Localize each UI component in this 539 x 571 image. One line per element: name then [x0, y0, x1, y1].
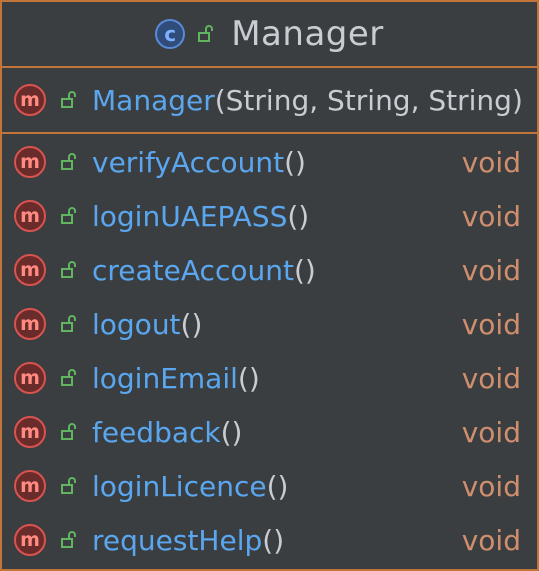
method-params: () [293, 253, 316, 287]
method-row[interactable]: m logout() void [2, 297, 537, 351]
constructor-params: (String, String, String) [214, 83, 523, 117]
class-header: c Manager [2, 2, 537, 68]
method-m-icon: m [14, 416, 46, 448]
method-signature: createAccount() [92, 254, 316, 287]
method-m-icon: m [14, 200, 46, 232]
method-m-icon: m [14, 524, 46, 556]
method-name: loginLicence [92, 469, 267, 503]
method-row[interactable]: m createAccount() void [2, 243, 537, 297]
constructor-name: Manager [92, 83, 215, 117]
method-return-type: void [461, 307, 521, 341]
open-lock-icon [58, 313, 80, 335]
method-name: loginUAEPASS [92, 199, 288, 233]
method-row[interactable]: m loginLicence() void [2, 459, 537, 513]
method-m-icon: m [14, 308, 46, 340]
class-name: Manager [231, 14, 384, 54]
method-signature: logout() [92, 308, 202, 341]
open-lock-icon [58, 421, 80, 443]
method-signature: loginUAEPASS() [92, 200, 309, 233]
constructor-signature: Manager(String, String, String) [92, 84, 523, 117]
open-lock-icon [58, 151, 80, 173]
method-name: loginEmail [92, 361, 238, 395]
method-params: () [266, 469, 289, 503]
method-m-icon: m [14, 362, 46, 394]
open-lock-icon [58, 367, 80, 389]
method-params: () [287, 199, 310, 233]
method-params: () [237, 361, 260, 395]
method-params: () [180, 307, 203, 341]
method-row[interactable]: m loginUAEPASS() void [2, 189, 537, 243]
open-lock-icon [195, 23, 217, 45]
open-lock-icon [58, 529, 80, 551]
method-params: () [220, 415, 243, 449]
method-row[interactable]: m feedback() void [2, 405, 537, 459]
method-name: verifyAccount [92, 145, 285, 179]
constructor-row[interactable]: m Manager(String, String, String) [2, 68, 537, 134]
method-return-type: void [461, 415, 521, 449]
method-m-icon: m [14, 146, 46, 178]
method-name: logout [92, 307, 181, 341]
method-return-type: void [461, 469, 521, 503]
method-signature: requestHelp() [92, 524, 284, 557]
open-lock-icon [58, 205, 80, 227]
method-return-type: void [461, 253, 521, 287]
method-return-type: void [461, 361, 521, 395]
method-m-icon: m [14, 254, 46, 286]
method-row[interactable]: m verifyAccount() void [2, 135, 537, 189]
method-return-type: void [461, 145, 521, 179]
method-m-icon: m [14, 470, 46, 502]
method-row[interactable]: m requestHelp() void [2, 513, 537, 567]
class-c-icon: c [155, 19, 186, 49]
open-lock-icon [58, 475, 80, 497]
method-name: feedback [92, 415, 221, 449]
method-params: () [262, 523, 285, 557]
open-lock-icon [58, 89, 80, 111]
method-name: requestHelp [92, 523, 263, 557]
method-m-icon: m [14, 84, 46, 116]
open-lock-icon [58, 259, 80, 281]
method-signature: loginEmail() [92, 362, 260, 395]
method-name: createAccount [92, 253, 294, 287]
method-return-type: void [461, 523, 521, 557]
method-signature: loginLicence() [92, 470, 288, 503]
method-signature: verifyAccount() [92, 146, 306, 179]
method-signature: feedback() [92, 416, 242, 449]
method-params: () [284, 145, 306, 179]
method-row[interactable]: m loginEmail() void [2, 351, 537, 405]
method-return-type: void [461, 199, 521, 233]
